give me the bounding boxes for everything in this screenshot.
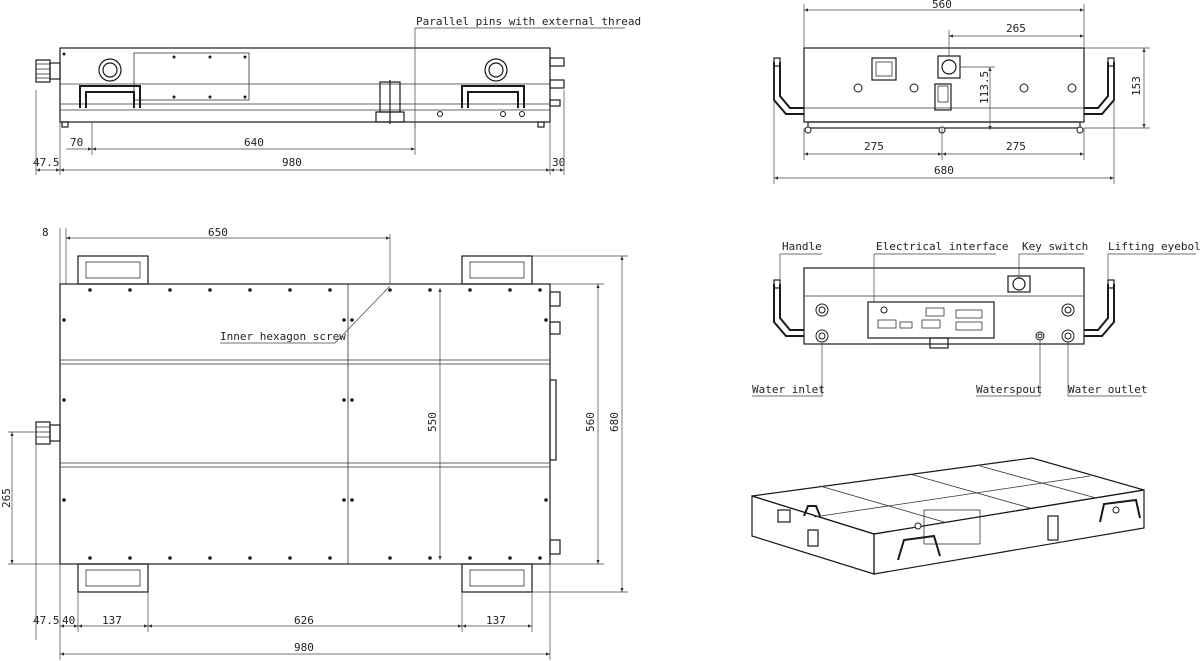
dim-side-30: 30 [552, 156, 565, 169]
dim-end-560: 560 [932, 0, 952, 11]
dim-end-680: 680 [934, 164, 954, 177]
interface-view [752, 253, 1196, 397]
end-view [773, 4, 1150, 184]
side-view [35, 27, 625, 175]
dim-end-275-left: 275 [864, 140, 884, 153]
dim-top-550: 550 [426, 412, 439, 432]
dim-end-113-5: 113.5 [978, 71, 991, 104]
dim-top-680: 680 [608, 412, 621, 432]
dim-end-265: 265 [1006, 22, 1026, 35]
label-waterspout: Waterspout [976, 383, 1042, 396]
label-parallel-pins: Parallel pins with external thread [416, 15, 641, 28]
label-water-outlet: Water outlet [1068, 383, 1147, 396]
dim-side-70: 70 [70, 136, 83, 149]
dim-top-137-left: 137 [102, 614, 122, 627]
dim-top-650: 650 [208, 226, 228, 239]
dim-top-560: 560 [584, 412, 597, 432]
dim-side-640: 640 [244, 136, 264, 149]
dim-top-137-right: 137 [486, 614, 506, 627]
label-handle: Handle [782, 240, 822, 253]
dim-top-265: 265 [0, 488, 13, 508]
dim-top-8: 8 [42, 226, 49, 239]
dim-top-47-5: 47.5 [33, 614, 60, 627]
label-water-inlet: Water inlet [752, 383, 825, 396]
dim-top-626: 626 [294, 614, 314, 627]
label-lifting-eyebolt: Lifting eyebolt [1108, 240, 1200, 253]
dim-side-47-5: 47.5 [33, 156, 60, 169]
dim-side-980: 980 [282, 156, 302, 169]
label-inner-hexagon: Inner hexagon screw [220, 330, 346, 343]
label-key-switch: Key switch [1022, 240, 1088, 253]
dim-top-40: 40 [62, 614, 75, 627]
top-view [8, 228, 628, 660]
label-electrical-interface: Electrical interface [876, 240, 1008, 253]
dim-end-275-right: 275 [1006, 140, 1026, 153]
isometric-view [751, 457, 1145, 575]
dim-top-980: 980 [294, 641, 314, 654]
dim-end-153: 153 [1130, 76, 1143, 96]
